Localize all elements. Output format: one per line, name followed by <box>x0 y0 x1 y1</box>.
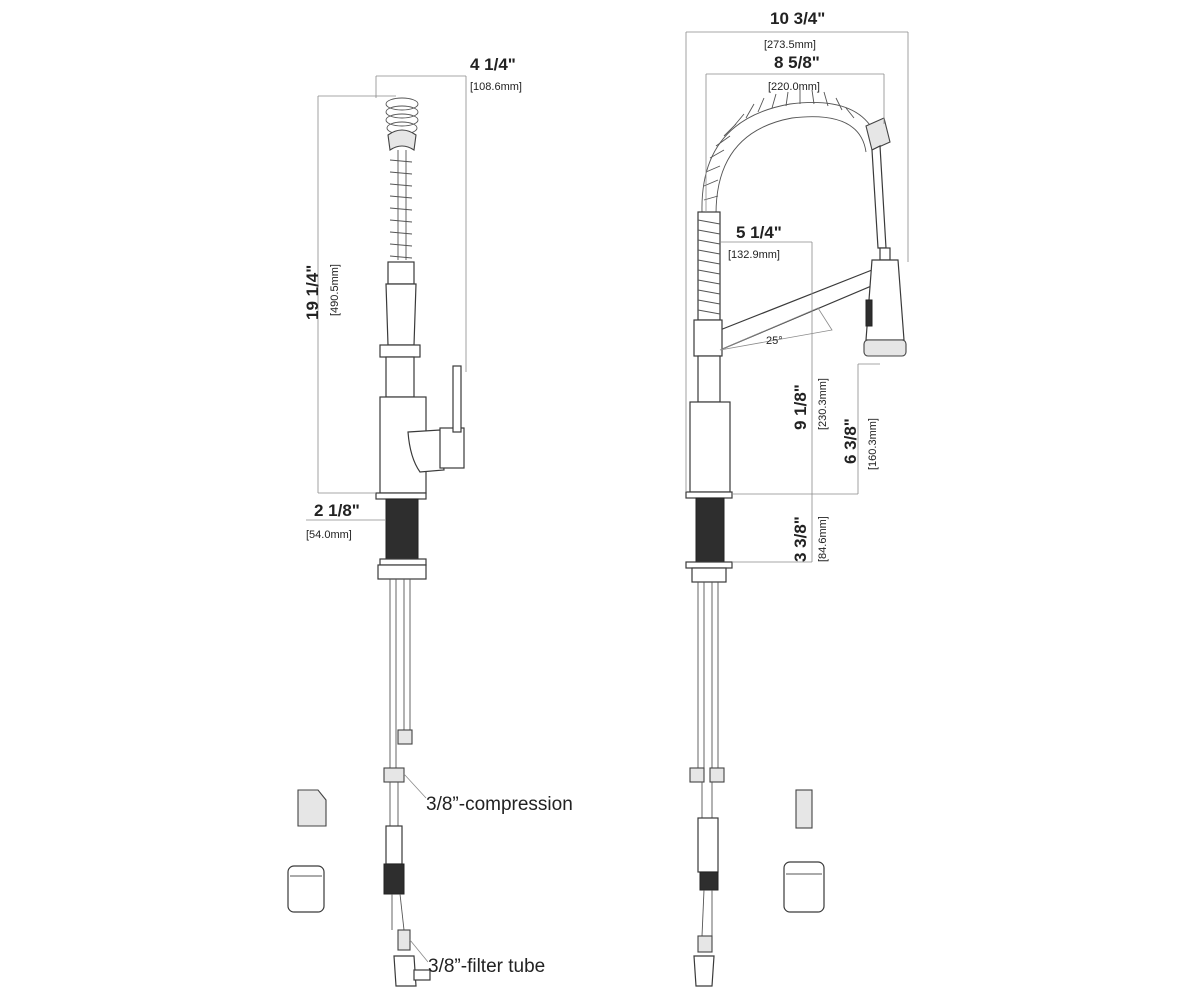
left-base-plate <box>375 492 427 500</box>
right-shank-mm: [84.6mm] <box>817 516 829 562</box>
left-mount-washer <box>379 558 427 566</box>
right-shank-inch: 3 3/8" <box>791 516 810 562</box>
right-spout-arm <box>719 269 877 351</box>
left-base-mm: [54.0mm] <box>306 529 352 541</box>
right-outlet-height-inch: 6 3/8" <box>841 418 860 464</box>
right-neck <box>697 355 721 403</box>
right-dimensions: 10 3/4" [273.5mm] 8 5/8" [220.0mm] 5 1/4… <box>685 9 909 563</box>
right-base-plate <box>685 491 733 499</box>
right-spout-height-mm: [230.3mm] <box>817 378 829 430</box>
right-spray-outlet <box>863 339 907 357</box>
right-spring-coil <box>701 89 881 215</box>
left-upper-body <box>385 283 417 346</box>
left-handle-block <box>439 427 465 469</box>
right-spout-height-inch: 9 1/8" <box>791 384 810 430</box>
left-check-valve <box>385 825 403 865</box>
left-compression-callout: 3/8”-compression <box>426 794 573 815</box>
right-outlet-height-mm: [160.3mm] <box>867 418 879 470</box>
right-spray-arm <box>871 145 887 249</box>
left-mount-nut <box>377 564 427 580</box>
right-adapter-cap <box>783 861 825 913</box>
right-reach-mm: [220.0mm] <box>768 81 820 93</box>
left-dimensions: 4 1/4" [108.6mm] 19 1/4" [490.5mm] 2 1/8… <box>303 55 573 977</box>
left-width-mm: [108.6mm] <box>470 81 522 93</box>
left-base-inch: 2 1/8" <box>314 501 360 520</box>
left-threaded-shank <box>385 498 419 560</box>
left-spout-collar <box>387 261 415 285</box>
right-quick-connect <box>699 871 719 891</box>
left-ring <box>379 344 421 358</box>
right-threaded-shank <box>695 497 725 563</box>
left-height-inch: 19 1/4" <box>303 265 322 320</box>
right-compression-fitting-b <box>709 767 725 783</box>
right-overall-width-inch: 10 3/4" <box>770 9 825 28</box>
left-filter-tube-callout: 3/8”-filter tube <box>428 956 545 977</box>
left-quick-connect <box>383 863 405 895</box>
right-compression-fitting-a <box>689 767 705 783</box>
left-elbow-connector <box>393 955 417 987</box>
left-faucet-side-view <box>287 97 465 987</box>
right-spout-mm: [132.9mm] <box>728 249 780 261</box>
left-hose-fitting-upper <box>397 729 413 745</box>
right-check-valve <box>697 817 719 873</box>
left-handle-lever <box>452 365 462 433</box>
right-elbow-connector <box>693 955 715 987</box>
right-main-body <box>689 401 731 493</box>
right-filter-tube-fitting <box>697 935 713 953</box>
right-spring-clip <box>865 117 891 151</box>
right-upper-body <box>693 319 723 357</box>
right-overall-width-mm: [273.5mm] <box>764 39 816 51</box>
left-height-mm: [490.5mm] <box>329 264 341 316</box>
right-spray-button <box>865 299 873 327</box>
right-mount-nut <box>691 567 727 583</box>
right-faucet-front-view <box>685 89 907 987</box>
left-handle-hub <box>407 429 445 473</box>
left-elbow-outlet <box>413 969 431 981</box>
left-clip-part <box>297 789 327 827</box>
right-spout-inch: 5 1/4" <box>736 223 782 242</box>
right-spout-angle: 25° <box>766 335 783 347</box>
left-width-inch: 4 1/4" <box>470 55 516 74</box>
right-reach-inch: 8 5/8" <box>774 53 820 72</box>
right-clip-part <box>795 789 813 829</box>
left-neck <box>385 356 415 398</box>
right-mount-washer <box>685 561 733 569</box>
right-spring-vertical <box>697 211 721 321</box>
left-filter-tube-fitting <box>397 929 411 951</box>
left-spring-coil <box>385 97 419 260</box>
left-compression-fitting <box>383 767 405 783</box>
left-adapter-cap <box>287 865 325 913</box>
